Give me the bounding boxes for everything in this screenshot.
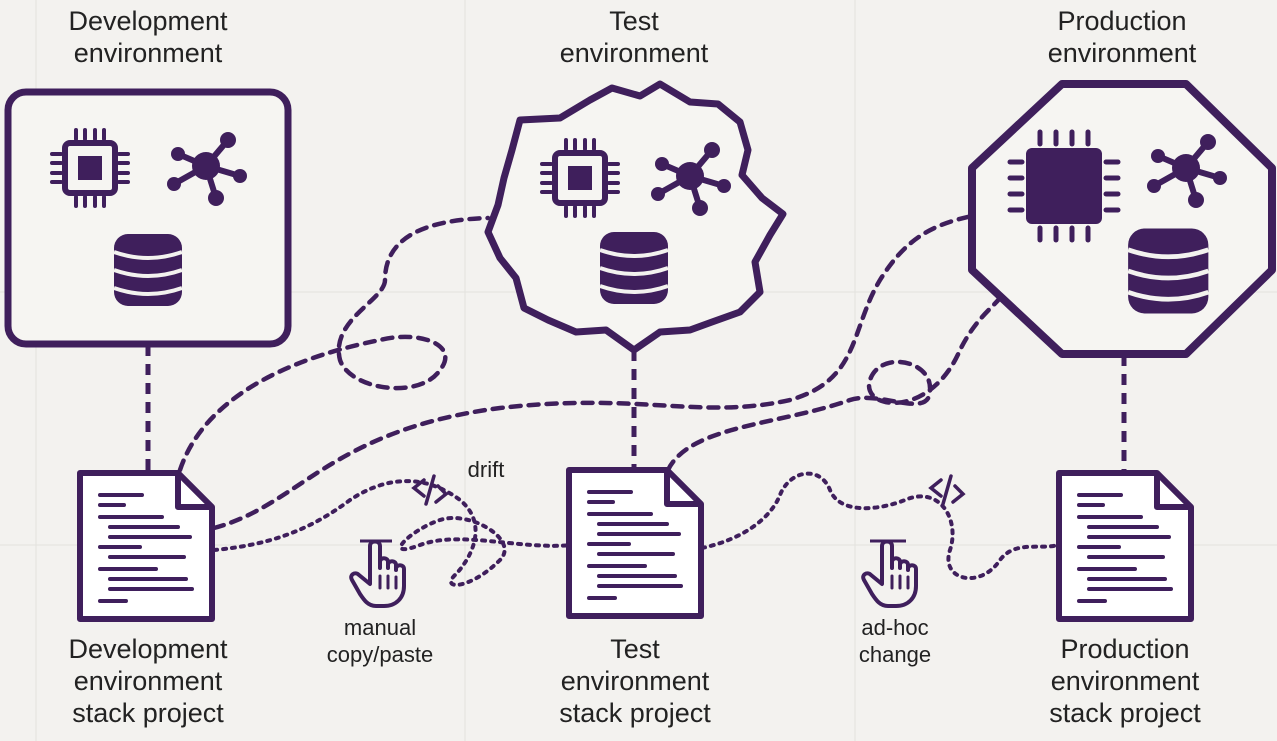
test-prod-drift-dotted: [700, 471, 1060, 580]
hand-pointer-icon: [861, 539, 918, 608]
manual-copy-paste-annotation: manual copy/paste: [326, 615, 434, 667]
dotted-drift-lines: [212, 471, 1060, 587]
tangled-dashed-connections: [177, 213, 1003, 531]
test-environment-blob: [484, 80, 787, 354]
dev-environment-label: Development environment: [68, 6, 228, 68]
dev-to-test-dashed-curve: [177, 215, 491, 473]
database-icon: [112, 232, 184, 308]
test-to-prod-dashed-curve: [665, 295, 1003, 473]
dev-stack-project-label: Development environment stack project: [68, 634, 228, 728]
prod-environment-label: Production environment: [1047, 6, 1197, 68]
database-icon: [1128, 228, 1208, 313]
dev-stack-project-document-icon: [80, 473, 212, 619]
dev-environment-box: [4, 88, 292, 348]
hand-pointer-icon: [349, 539, 406, 608]
dev-to-prod-dashed-curve: [211, 213, 975, 531]
database-icon: [598, 230, 670, 306]
test-stack-project-document-icon: [569, 470, 701, 616]
ad-hoc-change-annotation: ad-hoc change: [858, 615, 932, 667]
test-environment-label: Test environment: [559, 6, 709, 68]
test-stack-project-label: Test environment stack project: [559, 634, 711, 728]
drift-annotation: drift: [467, 457, 505, 482]
prod-stack-project-document-icon: [1059, 473, 1191, 619]
prod-environment-octagon: [968, 80, 1276, 358]
prod-stack-project-label: Production environment stack project: [1049, 634, 1201, 728]
environment-project-links: [145, 345, 1127, 472]
dev-test-drift-dotted: [212, 479, 574, 587]
